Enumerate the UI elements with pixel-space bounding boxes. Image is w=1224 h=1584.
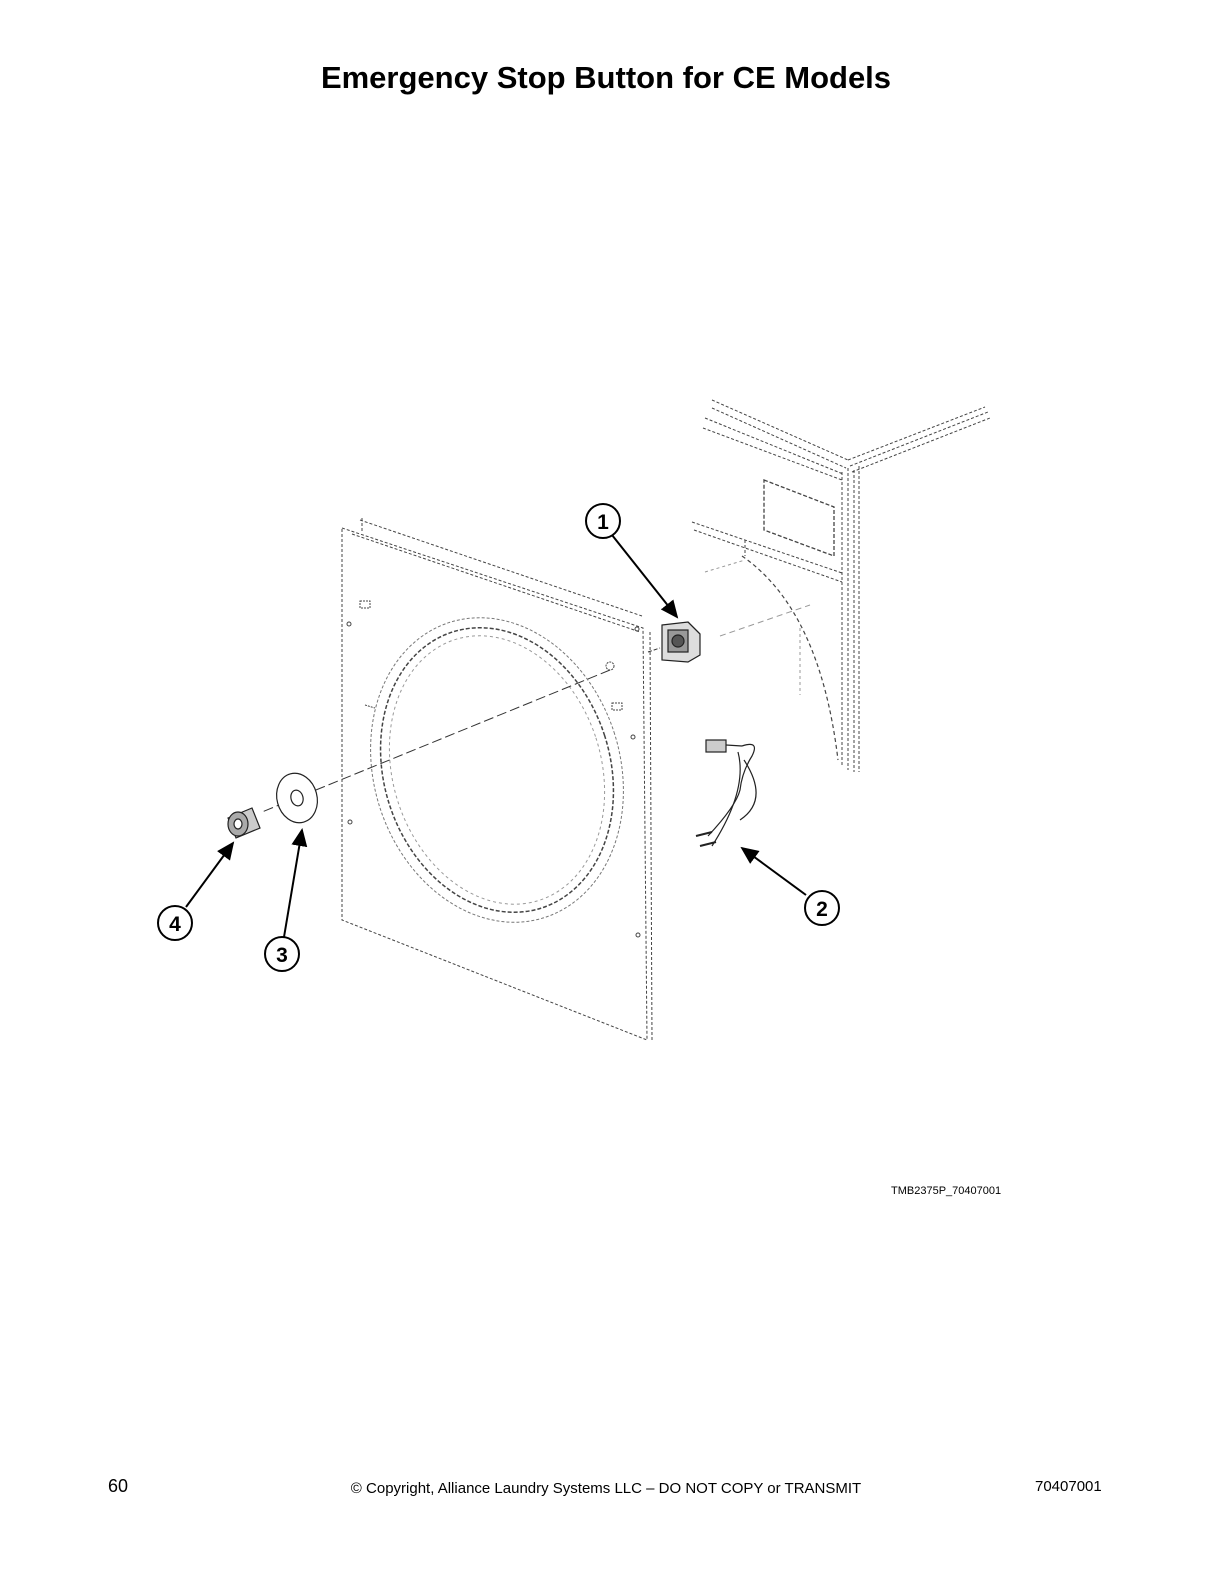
assembly-centerline-upper [647, 647, 661, 653]
leader-3 [283, 828, 308, 938]
leader-1 [611, 534, 679, 619]
stop-button [227, 807, 261, 839]
front-panel [341, 518, 653, 1041]
leader-2 [740, 846, 807, 896]
leader-4 [185, 841, 235, 908]
page-number: 60 [108, 1476, 129, 1496]
copyright-notice: © Copyright, Alliance Laundry Systems LL… [350, 1480, 862, 1497]
svg-text:2: 2 [816, 898, 828, 921]
callout-3: 3 [264, 936, 300, 972]
emergency-stop-switch [661, 621, 701, 663]
callout-4: 4 [157, 905, 193, 941]
assembly-centerline [261, 669, 611, 813]
svg-text:1: 1 [597, 511, 609, 534]
svg-text:3: 3 [276, 944, 288, 967]
drawing-reference-code: TMB2375P_70407001 [891, 1185, 1002, 1197]
wire-harness [695, 739, 757, 847]
document-number: 70407001 [1035, 1478, 1102, 1495]
callout-2: 2 [804, 890, 840, 926]
svg-text:4: 4 [169, 913, 181, 936]
machine-cabinet [691, 399, 991, 772]
washer [276, 772, 318, 824]
callout-1: 1 [585, 503, 621, 539]
page-title: Emergency Stop Button for CE Models [320, 60, 892, 95]
